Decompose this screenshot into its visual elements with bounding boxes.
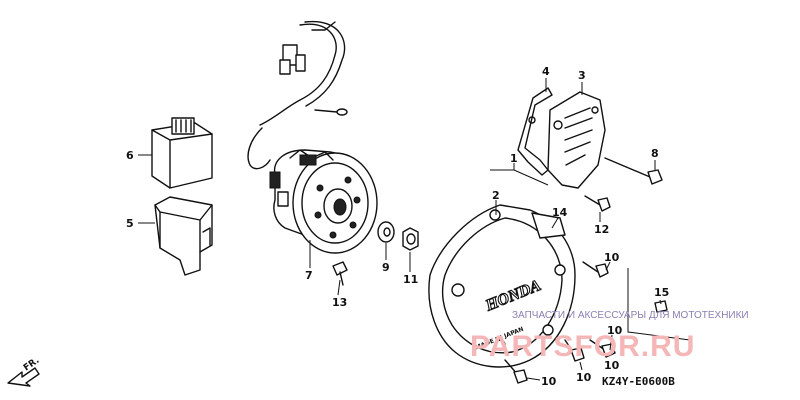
front-arrow-icon <box>7 367 40 387</box>
part-9-washer <box>377 221 395 243</box>
part-10-bolt-a <box>582 261 609 278</box>
callout-2: 2 <box>492 189 500 202</box>
callout-11: 11 <box>403 273 418 286</box>
part-6-module <box>151 117 213 189</box>
part-10-bolt-b <box>564 339 585 362</box>
callout-10-d: 10 <box>541 375 557 388</box>
part-15-pin <box>654 300 668 313</box>
callout-14: 14 <box>552 206 568 219</box>
callout-10-e: 10 <box>604 359 620 372</box>
callout-1: 1 <box>510 152 518 165</box>
part-11-nut <box>402 227 419 251</box>
callout-5: 5 <box>126 217 134 230</box>
part-13-bolt <box>332 261 348 286</box>
part-10-bolt-d <box>589 339 616 358</box>
wiring-harness <box>247 20 348 170</box>
part-10-bolt-c <box>504 359 528 384</box>
callout-9: 9 <box>382 261 390 274</box>
diagram-code: KZ4Y-E0600B <box>602 375 675 388</box>
callouts: 6 5 7 13 9 11 1 2 4 3 8 12 14 10 10 10 1… <box>126 65 669 388</box>
callout-3: 3 <box>578 69 586 82</box>
callout-13: 13 <box>332 296 347 309</box>
part-3-guard <box>547 91 606 189</box>
leader-lines <box>138 78 691 381</box>
part-7-stator <box>269 149 378 254</box>
callout-4: 4 <box>542 65 550 78</box>
callout-12: 12 <box>594 223 609 236</box>
part-5-holder <box>154 196 213 276</box>
watermark: PARTSFOR.RU ЗАПЧАСТИ И АКСЕССУАРЫ ДЛЯ МО… <box>470 310 749 363</box>
part-2-cover: HONDA MADE IN JAPAN <box>428 204 576 368</box>
callout-10-a: 10 <box>604 251 620 264</box>
callout-6: 6 <box>126 149 134 162</box>
callout-10-c: 10 <box>576 371 592 384</box>
callout-15: 15 <box>654 286 669 299</box>
part-8-bolt <box>604 157 663 185</box>
watermark-site: PARTSFOR.RU <box>470 330 695 363</box>
part-12-bolt <box>584 195 611 212</box>
callout-7: 7 <box>305 269 313 282</box>
callout-8: 8 <box>651 147 659 160</box>
front-direction-indicator: FR. <box>7 356 41 387</box>
watermark-tagline: ЗАПЧАСТИ И АКСЕССУАРЫ ДЛЯ МОТОТЕХНИКИ <box>512 310 749 321</box>
part-4-bracket <box>517 87 553 176</box>
callout-10-b: 10 <box>607 324 623 337</box>
